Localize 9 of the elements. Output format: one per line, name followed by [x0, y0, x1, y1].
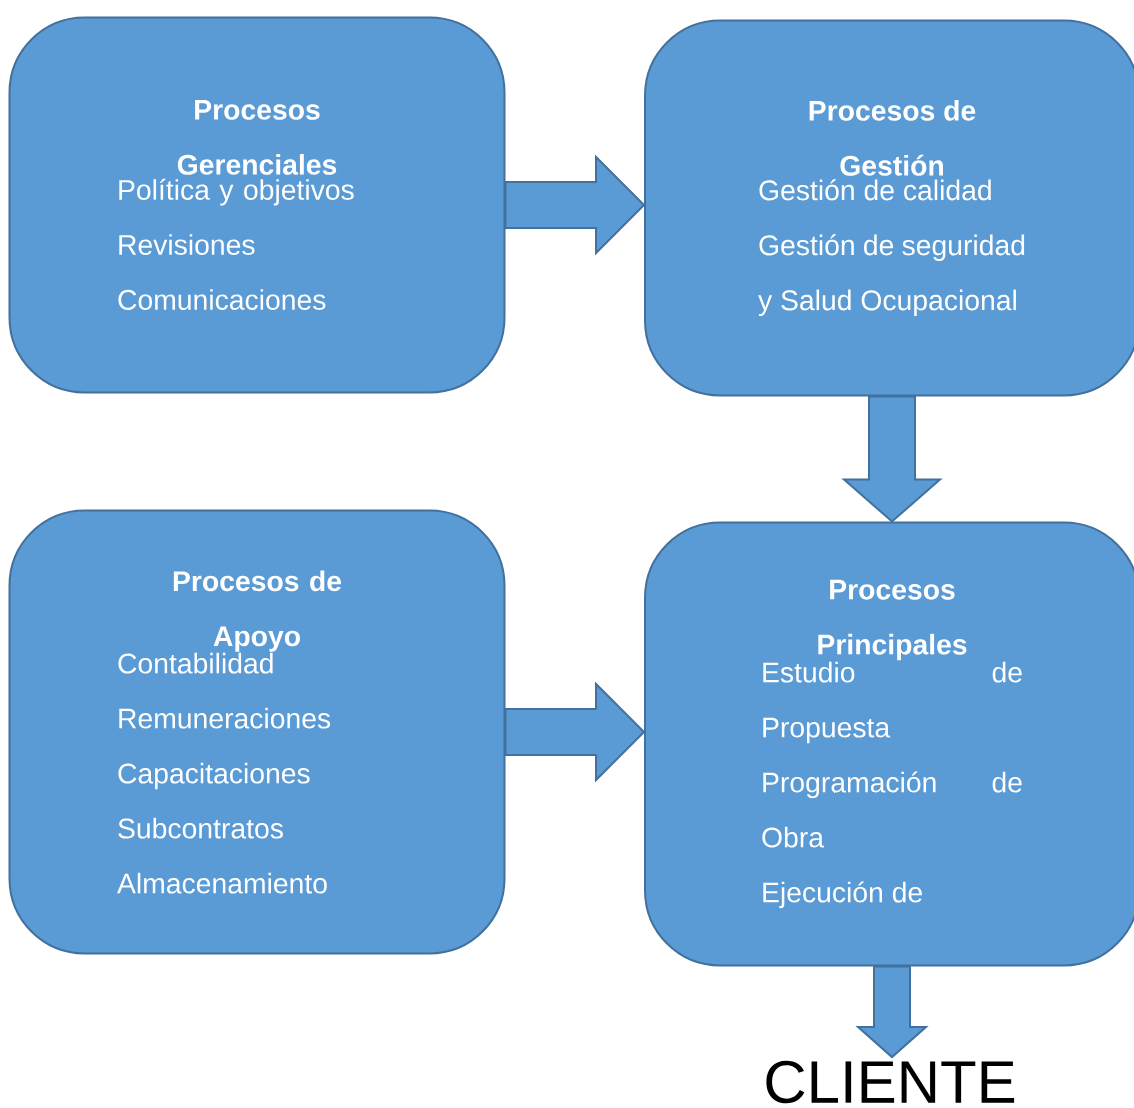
block-arrow [504, 154, 646, 256]
process-box: Procesos de Gestión Gestión de calidad Gestión de seguridad y Salud Ocupacional [644, 19, 1134, 397]
block-arrow [841, 395, 943, 523]
block-arrow [855, 965, 929, 1059]
process-box: Procesos Principales Estudio de Propuesta Programación de Obra Ejecución de [644, 521, 1134, 967]
process-box: Procesos de Apoyo Contabilidad Remuneraciones Capacitaciones Subcontratos Almacenamiento [8, 509, 506, 955]
process-box: Procesos Gerenciales Política y objetivos Revisiones Comunicaciones [8, 16, 506, 394]
label-text: CLIENTE [766, 1060, 1015, 1104]
block-arrow [504, 681, 646, 783]
